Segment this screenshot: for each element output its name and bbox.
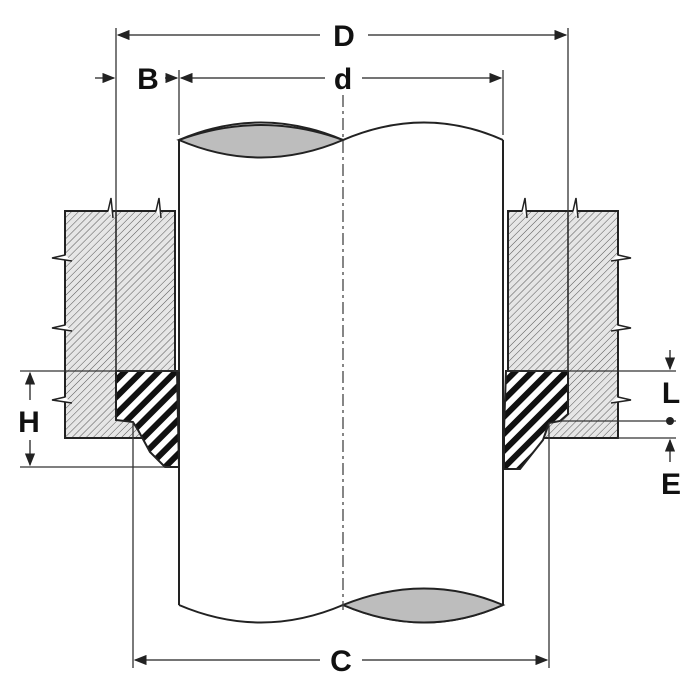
label-H: H <box>18 406 40 439</box>
label-d: d <box>334 63 352 96</box>
extension-lines <box>20 28 676 668</box>
pipe-top-cut <box>176 124 346 159</box>
label-L: L <box>662 377 680 410</box>
left-weld <box>115 370 181 468</box>
label-E: E <box>661 468 681 501</box>
pipe <box>176 95 506 624</box>
dimension-lines <box>24 29 676 666</box>
right-weld <box>503 370 569 470</box>
pipe-bottom-cut <box>340 587 506 624</box>
dim-L-E-dot <box>666 417 674 425</box>
break-marks <box>51 197 632 404</box>
label-D: D <box>333 20 355 53</box>
label-B: B <box>137 63 159 96</box>
label-C: C <box>330 645 352 678</box>
